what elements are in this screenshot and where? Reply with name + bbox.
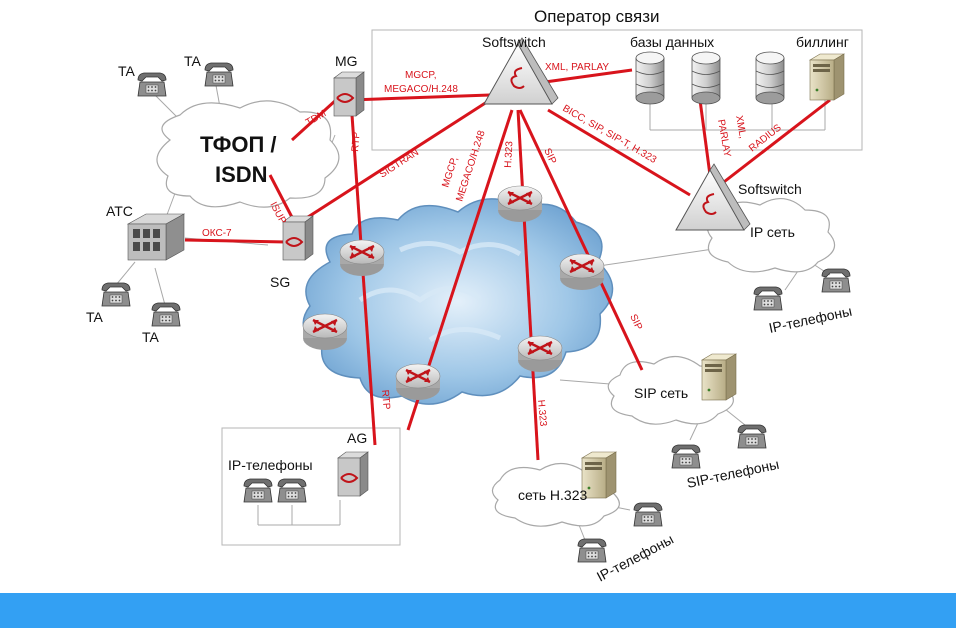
ag-frame	[221, 427, 401, 546]
ip-network-label: IP сеть	[750, 224, 795, 240]
pbx-icon	[127, 213, 185, 261]
softswitch-icon	[675, 163, 751, 231]
link-label-h323: H.323	[503, 140, 515, 168]
mg-label: MG	[335, 53, 358, 69]
sip-server-icon	[701, 353, 737, 401]
signal-links	[184, 68, 831, 461]
link-label-megaco: MEGACO/H.248	[384, 84, 458, 95]
telephone-icon	[137, 72, 167, 97]
telephone-icon	[204, 62, 234, 87]
link-label-mgcp-ag: MGCP,	[440, 156, 460, 189]
router-icon	[394, 362, 442, 402]
telephone-icon	[633, 502, 663, 527]
router-icon	[301, 312, 349, 352]
databases-label: базы данных	[630, 34, 714, 50]
telephone-icon	[753, 286, 783, 311]
router-icon	[338, 238, 386, 278]
pstn-label-line2: ISDN	[215, 162, 268, 187]
database-icon	[635, 51, 665, 105]
mg-gateway-icon	[333, 71, 365, 117]
link-label-megaco-ag: MEGACO/H.248	[454, 129, 487, 203]
link-label-bicc: BICC, SIP, SIP-T, H.323	[561, 103, 659, 166]
link-label-sip-lower: SIP	[627, 313, 644, 333]
database-icon	[691, 51, 721, 105]
router-icon	[558, 252, 606, 292]
link-label-xml: XML,	[733, 115, 748, 140]
core-cloud-icon	[302, 198, 614, 405]
ip-phones-h323-label: IP-телефоны	[594, 531, 676, 585]
sg-label: SG	[270, 274, 290, 290]
ta-label: TA	[142, 329, 160, 345]
ta-label: TA	[184, 53, 202, 69]
link-label-sigtran: SIGTRAN	[378, 147, 421, 180]
pstn-cloud-icon	[156, 100, 340, 208]
sip-network-label: SIP сеть	[634, 385, 688, 401]
database-icon	[755, 51, 785, 105]
footer-bar	[0, 593, 956, 628]
router-icon	[516, 334, 564, 374]
softswitch-main-label: Softswitch	[482, 34, 546, 50]
router-icon	[496, 184, 544, 224]
h323-network-label: сеть H.323	[518, 487, 587, 503]
ta-label: TA	[86, 309, 104, 325]
telephone-icon	[243, 478, 273, 503]
ta-label: TA	[118, 63, 136, 79]
telephone-icon	[277, 478, 307, 503]
telephone-icon	[671, 444, 701, 469]
billing-label: биллинг	[796, 34, 849, 50]
telephone-icon	[821, 268, 851, 293]
link-label-rtp-ag: RTP	[379, 389, 392, 410]
link-label-oks7: ОКС-7	[202, 228, 232, 239]
link-label-mgcp: MGCP,	[405, 70, 437, 81]
operator-title: Оператор связи	[534, 7, 659, 26]
sip-phones-label: SIP-телефоны	[685, 456, 780, 491]
telephone-icon	[577, 538, 607, 563]
pstn-label-line1: ТФОП /	[200, 132, 277, 157]
link-label-rtp: RTP	[350, 131, 363, 152]
billing-server-icon	[809, 53, 845, 101]
ag-label: AG	[347, 430, 367, 446]
ag-gateway-icon	[337, 451, 369, 497]
sg-gateway-icon	[282, 215, 314, 261]
pbx-label: АТС	[106, 203, 133, 219]
telephone-icon	[151, 302, 181, 327]
link-label-parlay: PARLAY	[715, 119, 732, 159]
telephone-icon	[101, 282, 131, 307]
link-label-xml-parlay: XML, PARLAY	[545, 62, 609, 73]
telephone-icon	[737, 424, 767, 449]
link-label-h323-lower: H.323	[535, 399, 548, 427]
ip-phones-ag-label: IP-телефоны	[228, 457, 313, 473]
softswitch-2-label: Softswitch	[738, 181, 802, 197]
